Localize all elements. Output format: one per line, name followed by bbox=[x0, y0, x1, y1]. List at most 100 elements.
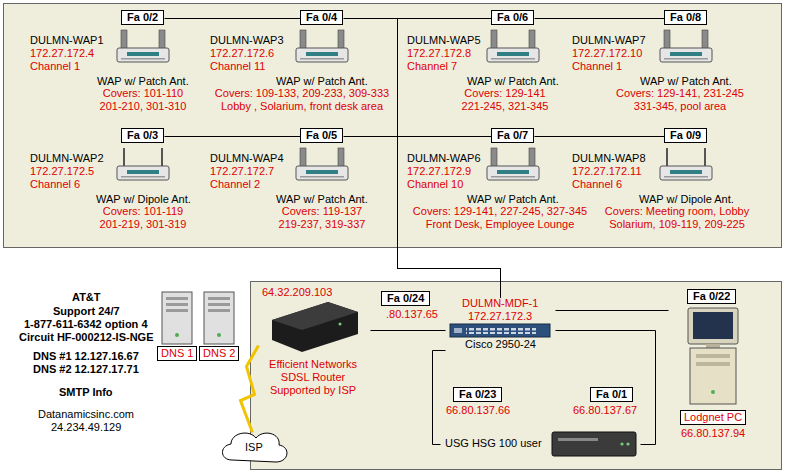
ethernet-cable bbox=[535, 18, 665, 19]
coverage-note: Covers: 129-141, 227-245, 327-345 Front … bbox=[408, 205, 592, 231]
ethernet-cable bbox=[165, 18, 301, 19]
coverage-note: Covers: 129-141 221-245, 321-345 bbox=[453, 87, 557, 113]
coverage-note: Covers: 129-141, 231-245 331-345, pool a… bbox=[611, 87, 749, 113]
ethernet-cable bbox=[398, 19, 501, 298]
port-label: Fa 0/22 bbox=[693, 290, 730, 303]
ip-address: 172.27.172.5 bbox=[30, 165, 94, 178]
ip-address: 172.27.172.9 bbox=[407, 165, 471, 178]
ip-address: 172.27.172.10 bbox=[572, 47, 642, 60]
ip-address: 66.80.137.66 bbox=[446, 404, 510, 417]
port-label: Fa 0/3 bbox=[127, 129, 158, 142]
wap-icon bbox=[487, 148, 539, 180]
router-description: Efficient Networks SDSL Router Supported… bbox=[258, 358, 368, 397]
access-point: DULMN-WAP6172.27.172.9Channel 10WAP w/ P… bbox=[402, 146, 594, 234]
server-label: DNS 1 bbox=[157, 346, 197, 361]
ip-address: 66.80.137.67 bbox=[573, 404, 637, 417]
wap-icon bbox=[117, 30, 169, 62]
device-name: DULMN-WAP6 bbox=[407, 152, 481, 165]
radio-channel: Channel 1 bbox=[572, 60, 622, 73]
port-box: Fa 0/3 bbox=[121, 128, 164, 143]
sdsl-router: 64.32.209.103Efficient Networks SDSL Rou… bbox=[258, 286, 370, 402]
access-point: DULMN-WAP5172.27.172.8Channel 7WAP w/ Pa… bbox=[402, 28, 561, 116]
switch-icon bbox=[450, 324, 550, 337]
wireless-link bbox=[241, 346, 259, 433]
port-box: Fa 0/8 bbox=[664, 10, 707, 25]
cloud-label: ISP bbox=[245, 441, 263, 454]
dns-server-icon bbox=[204, 292, 234, 344]
port-label: Fa 0/6 bbox=[497, 11, 528, 24]
circuit-id: Circuit HF-000212-IS-NGE bbox=[19, 331, 153, 344]
access-point: DULMN-WAP7172.27.172.10Channel 1WAP w/ P… bbox=[567, 28, 751, 116]
wap-icon bbox=[660, 30, 712, 62]
coverage-note: Covers: 101-110 201-210, 301-310 bbox=[91, 87, 195, 113]
ethernet-cable bbox=[344, 19, 501, 298]
antenna-type: WAP w/ Dipole Ant. bbox=[96, 193, 191, 206]
coverage-note: Covers: Meeting room, Lobby Solarium, 10… bbox=[597, 205, 757, 231]
ip-address: 172.27.172.4 bbox=[30, 47, 94, 60]
port-box: Fa 0/23 bbox=[453, 387, 502, 402]
port-box: Fa 0/24 bbox=[381, 291, 430, 306]
ip-address: 66.80.137.94 bbox=[681, 427, 745, 440]
support-hours: Support 24/7 bbox=[53, 305, 120, 318]
device-name: DULMN-WAP2 bbox=[30, 152, 104, 165]
ethernet-cable bbox=[371, 330, 446, 331]
access-point: DULMN-WAP3172.27.172.6Channel 11WAP w/ P… bbox=[205, 28, 395, 116]
ip-address: 64.32.209.103 bbox=[262, 286, 332, 299]
access-point: DULMN-WAP4172.27.172.7Channel 2WAP w/ Pa… bbox=[205, 146, 376, 234]
port-box: Fa 0/2 bbox=[121, 10, 164, 25]
coverage-note: Covers: 119-137 219-237, 319-337 bbox=[270, 205, 374, 231]
device-name: DULMN-WAP1 bbox=[30, 34, 104, 47]
port-box: Fa 0/5 bbox=[300, 128, 343, 143]
port-label: Fa 0/1 bbox=[596, 388, 627, 401]
antenna-type: WAP w/ Dipole Ant. bbox=[639, 193, 734, 206]
gateway-model: USG HSG 100 user bbox=[445, 437, 542, 450]
ethernet-cable bbox=[165, 136, 301, 137]
smtp-address: 24.234.49.129 bbox=[51, 421, 121, 434]
dns-server: DNS 1 bbox=[158, 292, 200, 363]
ip-address: 172.27.172.3 bbox=[468, 310, 532, 323]
port-label: Fa 0/8 bbox=[670, 11, 701, 24]
gateway-icon bbox=[552, 432, 636, 456]
radio-channel: Channel 10 bbox=[407, 178, 463, 191]
ip-address: 172.27.172.11 bbox=[572, 165, 642, 178]
router-icon bbox=[272, 302, 358, 352]
radio-channel: Channel 1 bbox=[30, 60, 80, 73]
workstation: Lodgnet PC 66.80.137.94 bbox=[668, 306, 758, 442]
wap-icon bbox=[660, 148, 712, 180]
ethernet-cable bbox=[556, 310, 669, 311]
port-label: Fa 0/7 bbox=[497, 129, 528, 142]
gateway: USG HSG 100 user bbox=[440, 430, 640, 458]
support-phone: 1-877-611-6342 option 4 bbox=[24, 318, 148, 331]
wap-icon bbox=[487, 30, 539, 62]
smtp-heading: SMTP Info bbox=[59, 386, 113, 399]
coverage-note: Covers: 109-133, 209-233, 309-333 Lobby … bbox=[211, 87, 393, 113]
ip-address: 172.27.172.6 bbox=[210, 47, 274, 60]
wap-icon bbox=[296, 148, 348, 180]
port-label: Fa 0/2 bbox=[127, 11, 158, 24]
device-name: DULMN-MDF-1 bbox=[462, 297, 538, 310]
ethernet-cable bbox=[433, 351, 446, 445]
pc-label: Lodgnet PC bbox=[680, 410, 746, 425]
ip-address: .80.137.65 bbox=[386, 308, 438, 321]
radio-channel: Channel 11 bbox=[210, 60, 265, 73]
pc-icon bbox=[688, 308, 738, 404]
server-label: DNS 2 bbox=[199, 346, 239, 361]
mdf-panel bbox=[251, 282, 782, 470]
dns-server: DNS 2 bbox=[200, 292, 242, 363]
network-switch: DULMN-MDF-1172.27.172.3Cisco 2950-24 bbox=[445, 297, 555, 354]
device-name: DULMN-WAP4 bbox=[210, 152, 284, 165]
port-label: Fa 0/4 bbox=[306, 11, 337, 24]
ip-address: 172.27.172.8 bbox=[407, 47, 471, 60]
smtp-domain: Datanamicsinc.com bbox=[38, 408, 134, 421]
ethernet-cable bbox=[535, 136, 665, 137]
dns-address: DNS #1 12.127.16.67 bbox=[33, 350, 139, 363]
device-name: DULMN-WAP7 bbox=[572, 34, 646, 47]
port-box: Fa 0/9 bbox=[664, 128, 707, 143]
switch-model: Cisco 2950-24 bbox=[465, 338, 536, 351]
access-point: DULMN-WAP1172.27.172.4Channel 1WAP w/ Pa… bbox=[25, 28, 197, 116]
antenna-type: WAP w/ Patch Ant. bbox=[276, 75, 368, 88]
port-box: Fa 0/7 bbox=[491, 128, 534, 143]
